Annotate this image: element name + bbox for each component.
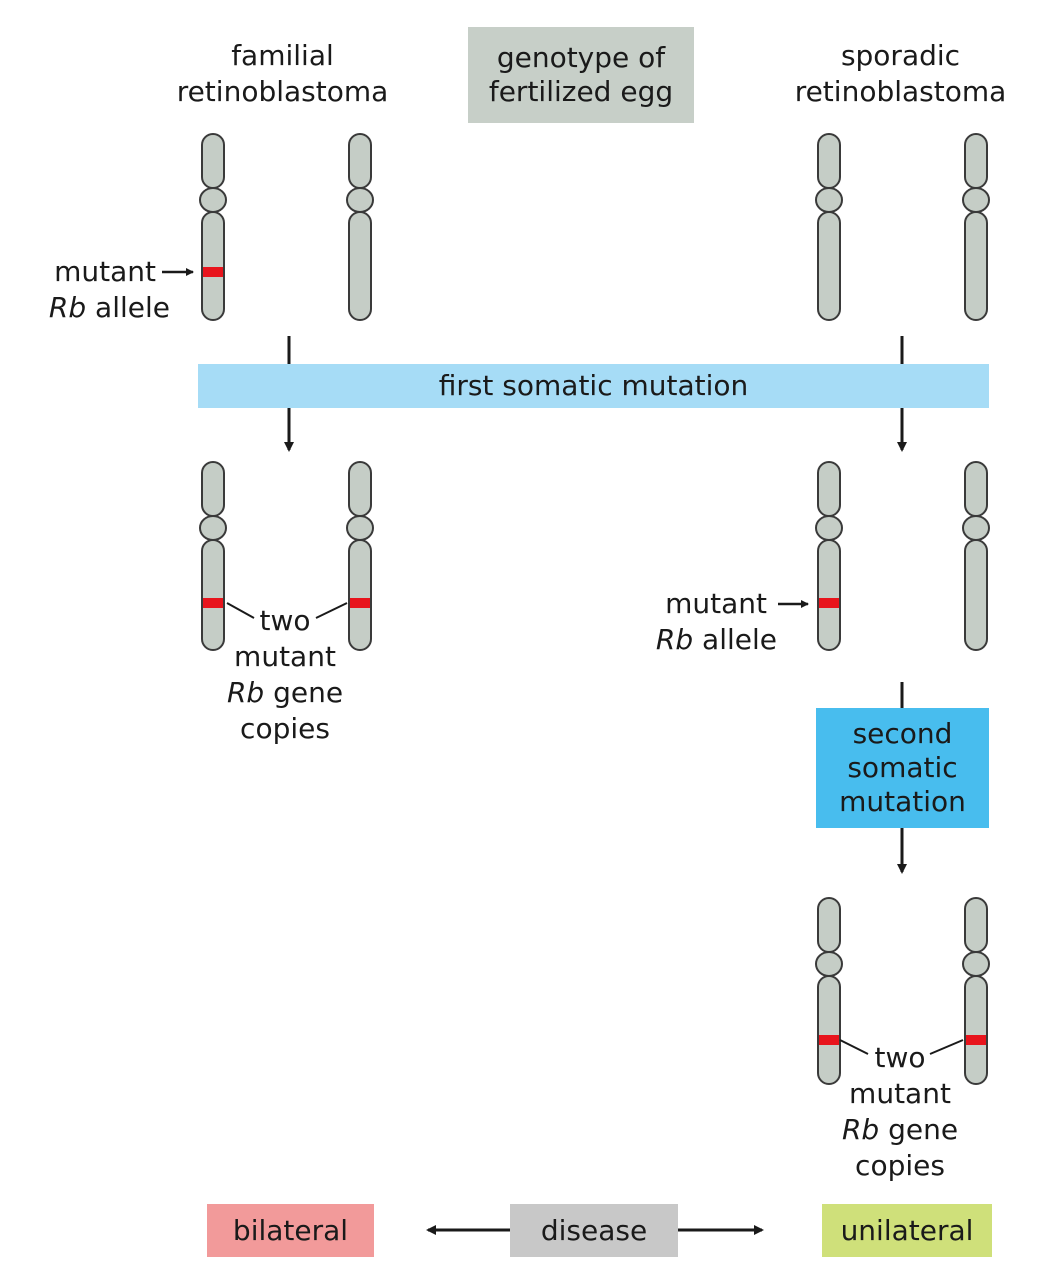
chromosome-sporadic-1-right xyxy=(962,133,990,321)
mutant-rb-band xyxy=(819,598,839,608)
disease-box: disease xyxy=(510,1204,678,1257)
chromosome-arm-upper xyxy=(964,897,988,953)
chromosome-arm-upper xyxy=(817,897,841,953)
leader-line-familial-right xyxy=(315,602,348,619)
chromosome-familial-1-left xyxy=(199,133,227,321)
centromere xyxy=(199,187,227,213)
centromere xyxy=(815,187,843,213)
chromosome-arm-upper xyxy=(348,133,372,189)
leader-line-sporadic-right xyxy=(929,1039,964,1055)
mutant-rb-band xyxy=(203,267,223,277)
second-somatic-mutation-box: second somatic mutation xyxy=(816,708,989,828)
mutant-rb-band xyxy=(819,1035,839,1045)
chromosome-arm-lower xyxy=(964,539,988,651)
mutant-allele-label-familial: mutant Rb allele xyxy=(48,255,170,324)
mutant-rb-band xyxy=(203,598,223,608)
centromere xyxy=(815,515,843,541)
leader-line-sporadic-left xyxy=(839,1039,869,1055)
genotype-header-box: genotype of fertilized egg xyxy=(468,27,694,123)
centromere xyxy=(346,515,374,541)
chromosome-familial-2-left xyxy=(199,461,227,651)
centromere xyxy=(815,951,843,977)
genotype-header-line1: genotype of xyxy=(496,41,666,74)
unilateral-box: unilateral xyxy=(822,1204,992,1257)
chromosome-arm-upper xyxy=(817,461,841,517)
chromosome-sporadic-1-left xyxy=(815,133,843,321)
chromosome-arm-lower xyxy=(964,211,988,321)
leader-line-familial-left xyxy=(226,602,255,619)
chromosome-arm-lower xyxy=(817,539,841,651)
centromere xyxy=(199,515,227,541)
chromosome-arm-upper xyxy=(817,133,841,189)
mutant-allele-label-sporadic: mutant Rb allele xyxy=(655,587,777,656)
chromosome-arm-upper xyxy=(348,461,372,517)
chromosome-arm-upper xyxy=(201,461,225,517)
chromosome-sporadic-2-left xyxy=(815,461,843,651)
centromere xyxy=(962,187,990,213)
chromosome-familial-1-right xyxy=(346,133,374,321)
mutant-rb-band xyxy=(350,598,370,608)
chromosome-arm-upper xyxy=(201,133,225,189)
chromosome-familial-2-right xyxy=(346,461,374,651)
chromosome-arm-lower xyxy=(817,211,841,321)
first-somatic-mutation-bar: first somatic mutation xyxy=(198,364,989,408)
chromosome-sporadic-3-left xyxy=(815,897,843,1085)
centromere xyxy=(962,951,990,977)
sporadic-header: sporadic retinoblastoma xyxy=(794,39,1007,108)
familial-header: familial retinoblastoma xyxy=(176,39,389,108)
chromosome-arm-lower xyxy=(201,211,225,321)
chromosome-arm-upper xyxy=(964,133,988,189)
genotype-header-line2: fertilized egg xyxy=(488,75,674,108)
chromosome-arm-lower xyxy=(348,211,372,321)
two-mutant-copies-label-familial: two mutant Rb gene copies xyxy=(226,604,344,745)
two-mutant-copies-label-sporadic: two mutant Rb gene copies xyxy=(841,1041,959,1182)
mutant-rb-band xyxy=(966,1035,986,1045)
chromosome-sporadic-2-right xyxy=(962,461,990,651)
chromosome-sporadic-3-right xyxy=(962,897,990,1085)
centromere xyxy=(346,187,374,213)
bilateral-box: bilateral xyxy=(207,1204,374,1257)
centromere xyxy=(962,515,990,541)
chromosome-arm-upper xyxy=(964,461,988,517)
